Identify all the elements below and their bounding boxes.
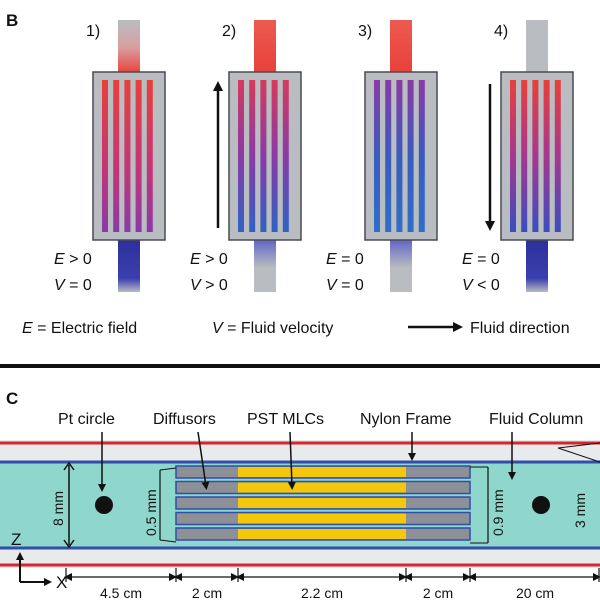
pst-mlc-bar [238, 482, 406, 493]
label-pt-circle: Pt circle [58, 411, 115, 428]
mlc-fin [532, 80, 539, 232]
span-label: 20 cm [516, 585, 554, 600]
stage-number: 2) [222, 23, 236, 40]
label-pst-mlcs: PST MLCs [247, 411, 324, 428]
panel-separator [0, 364, 600, 368]
inlet-tube [526, 20, 548, 74]
label-diffusors: Diffusors [153, 411, 216, 428]
stage-1: 1) E > 0 V = 0 [54, 20, 166, 294]
legend-electric-field: E = Electric field [22, 320, 137, 337]
axis-x-label: X [56, 573, 67, 592]
label-0-5mm: 0.5 mm [143, 489, 159, 536]
mlc-row [175, 511, 471, 526]
span-dimension: 2.2 cm [236, 568, 407, 600]
leader-3mm-bottom [557, 447, 600, 463]
mlc-fin [102, 80, 108, 232]
mlc-fin [396, 80, 403, 232]
mlc-fin [385, 80, 392, 232]
mlc-fin [135, 80, 142, 232]
legend-fluid-direction: Fluid direction [470, 320, 570, 337]
mlc-row [175, 480, 471, 495]
inlet-tube [118, 20, 140, 74]
pst-mlc-bar [238, 498, 406, 508]
panel-b-stages: 1) E > 0 V = 0 2) E > 0 V > 0 3) E = 0 V = 0 4) E … [54, 20, 574, 294]
leader-lines [98, 431, 600, 492]
outlet-tube [390, 238, 412, 292]
label-nylon-frame: Nylon Frame [360, 411, 452, 428]
electric-field-state: E > 0 [190, 251, 228, 268]
label-8mm: 8 mm [50, 491, 66, 526]
stage-number: 4) [494, 23, 508, 40]
span-dimension: 2 cm [174, 568, 239, 600]
mlc-fin [418, 80, 425, 232]
mlc-row [175, 496, 471, 510]
fluid-velocity-state: V < 0 [462, 277, 500, 294]
mlc-fin [510, 80, 516, 232]
span-dimension: 4.5 cm [64, 568, 177, 600]
dimension-0-5mm: 0.5 mm [143, 467, 177, 543]
mlc-fin [407, 80, 414, 232]
leader-pst-mlcs [287, 431, 296, 490]
fluid-velocity-state: V = 0 [54, 277, 92, 294]
mlc-fin [260, 80, 267, 232]
span-label: 2.2 cm [301, 585, 343, 600]
fluid-velocity-state: V = 0 [326, 277, 364, 294]
axis-indicator: Z X [11, 530, 67, 592]
mlc-fin [124, 80, 131, 232]
electric-field-state: E = 0 [462, 251, 500, 268]
mlc-fin [271, 80, 278, 232]
inlet-tube [390, 20, 412, 74]
pt-circle-left [95, 496, 113, 514]
stage-number: 1) [86, 23, 100, 40]
mlc-fin [521, 80, 528, 232]
mlc-fin [249, 80, 256, 232]
pst-mlc-bar [238, 513, 406, 524]
span-label: 2 cm [192, 585, 222, 600]
electric-field-state: E > 0 [54, 251, 92, 268]
length-spans: 4.5 cm 2 cm 2.2 cm 2 cm 20 cm [64, 568, 600, 600]
legend-fluid-velocity: V = Fluid velocity [212, 320, 333, 337]
electric-field-state: E = 0 [326, 251, 364, 268]
dimension-0-9mm: 0.9 mm [470, 466, 506, 544]
outlet-tube [526, 238, 548, 292]
inlet-tube [254, 20, 276, 74]
mlc-stack [175, 465, 471, 541]
outlet-tube [118, 238, 140, 292]
fluid-velocity-state: V > 0 [190, 277, 228, 294]
span-label: 2 cm [423, 585, 453, 600]
stage-number: 3) [358, 23, 372, 40]
pst-mlc-bar [238, 467, 406, 477]
mlc-fin [146, 80, 153, 232]
mlc-fin [282, 80, 289, 232]
leader-diffusors [197, 431, 210, 490]
mlc-row [175, 465, 471, 479]
stage-4: 4) E = 0 V < 0 [462, 20, 574, 294]
outlet-tube [254, 238, 276, 292]
span-dimension: 20 cm [468, 568, 600, 600]
span-label: 4.5 cm [100, 585, 142, 600]
stage-3: 3) E = 0 V = 0 [326, 20, 438, 294]
mlc-fin [113, 80, 120, 232]
pst-mlc-bar [238, 529, 406, 539]
label-0-9mm: 0.9 mm [490, 489, 506, 536]
panel-b-legend: E = Electric field V = Fluid velocity Fl… [22, 320, 570, 337]
axis-z-label: Z [11, 530, 21, 549]
mlc-fin [374, 80, 380, 232]
mlc-fin [554, 80, 561, 232]
label-fluid-column: Fluid Column [489, 411, 583, 428]
panel-c-letter: C [6, 389, 18, 408]
leader-3mm-top [557, 442, 600, 449]
mlc-fin [238, 80, 244, 232]
pt-circle-right [532, 496, 550, 514]
label-3mm: 3 mm [572, 493, 588, 528]
dimension-8mm: 8 mm [50, 461, 75, 549]
panel-b-letter: B [6, 11, 18, 30]
stage-2: 2) E > 0 V > 0 [190, 20, 302, 294]
mlc-row [175, 527, 471, 541]
span-dimension: 2 cm [404, 568, 471, 600]
mlc-fin [543, 80, 550, 232]
